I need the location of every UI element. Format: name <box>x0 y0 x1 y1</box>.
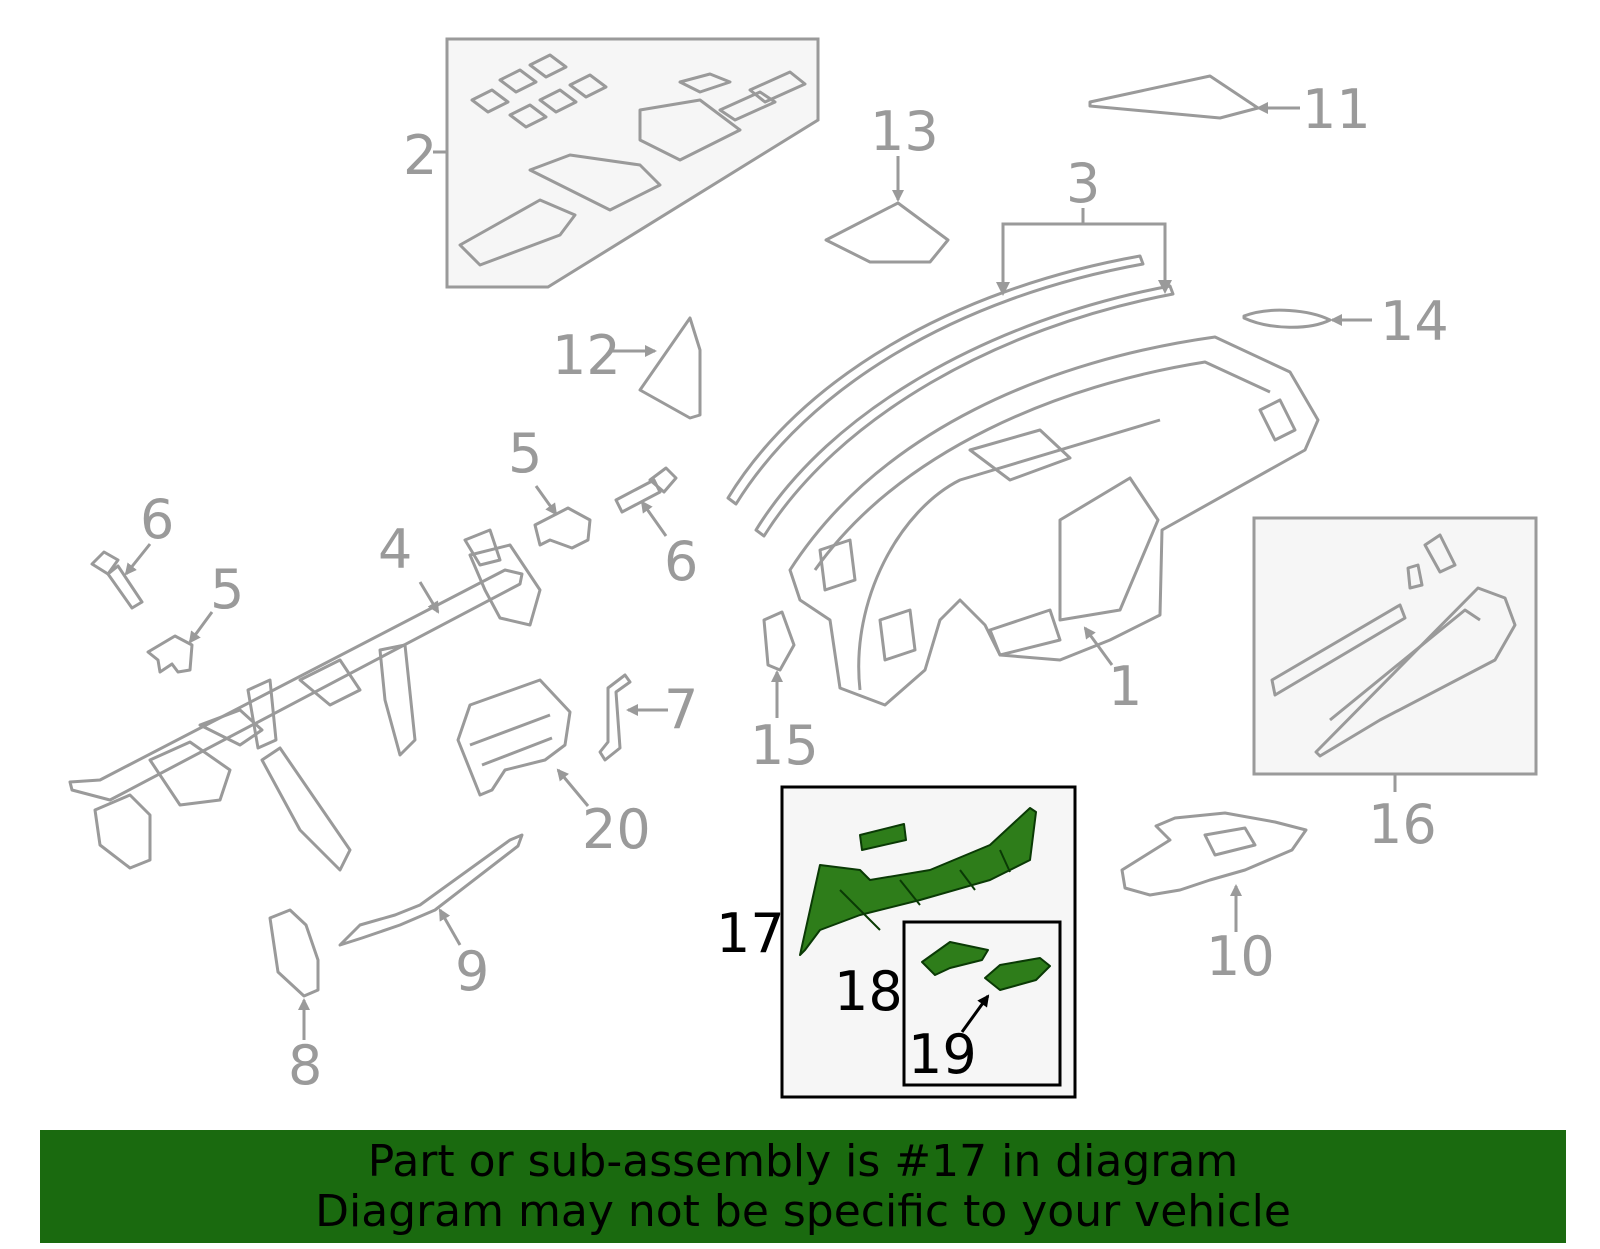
part-10 <box>1120 811 1308 897</box>
part-7 <box>598 673 632 762</box>
part-6-left <box>90 550 144 610</box>
callout-16: 16 <box>1368 793 1437 856</box>
callout-17: 17 <box>716 902 785 965</box>
part-18-highlight <box>921 941 989 976</box>
callout-7: 7 <box>664 678 698 741</box>
part-15 <box>762 610 796 672</box>
callout-19: 19 <box>908 1023 977 1086</box>
callout-13: 13 <box>870 100 939 163</box>
callout-4: 4 <box>378 518 412 581</box>
part-5-left <box>146 634 194 674</box>
part-16-group <box>1252 516 1538 792</box>
part-17-highlight <box>799 807 1037 956</box>
callout-14: 14 <box>1380 290 1449 353</box>
part-8 <box>268 908 320 998</box>
part-12 <box>638 316 702 420</box>
callout-11: 11 <box>1302 78 1371 141</box>
callout-3: 3 <box>1066 152 1100 215</box>
part-3 <box>726 208 1175 538</box>
callout-1: 1 <box>1108 655 1142 718</box>
part-6-center <box>614 466 678 514</box>
callout-5-left: 5 <box>210 558 244 621</box>
part-14 <box>1242 308 1332 329</box>
part-19-highlight <box>984 957 1051 991</box>
callout-5-center: 5 <box>508 422 542 485</box>
part-20 <box>456 678 572 797</box>
callout-6-left: 6 <box>140 488 174 551</box>
info-banner: Part or sub-assembly is #17 in diagram D… <box>40 1130 1566 1243</box>
callout-18: 18 <box>834 960 903 1023</box>
part-2-group <box>433 37 820 289</box>
part-13 <box>824 201 950 264</box>
callout-20: 20 <box>582 798 651 861</box>
callout-6-center: 6 <box>664 530 698 593</box>
part-9 <box>338 833 524 947</box>
callout-15: 15 <box>750 714 819 777</box>
callout-10: 10 <box>1206 925 1275 988</box>
part-5-center <box>533 506 592 550</box>
banner-line-2: Diagram may not be specific to your vehi… <box>315 1185 1291 1237</box>
callout-8: 8 <box>288 1034 322 1097</box>
part-11 <box>1088 74 1260 120</box>
callout-9: 9 <box>455 940 489 1003</box>
part-17-group <box>780 785 1077 1099</box>
banner-line-1: Part or sub-assembly is #17 in diagram <box>367 1135 1239 1187</box>
part-1 <box>788 335 1320 707</box>
callout-2: 2 <box>403 124 437 187</box>
callout-12: 12 <box>552 324 621 387</box>
part-4 <box>68 528 542 872</box>
